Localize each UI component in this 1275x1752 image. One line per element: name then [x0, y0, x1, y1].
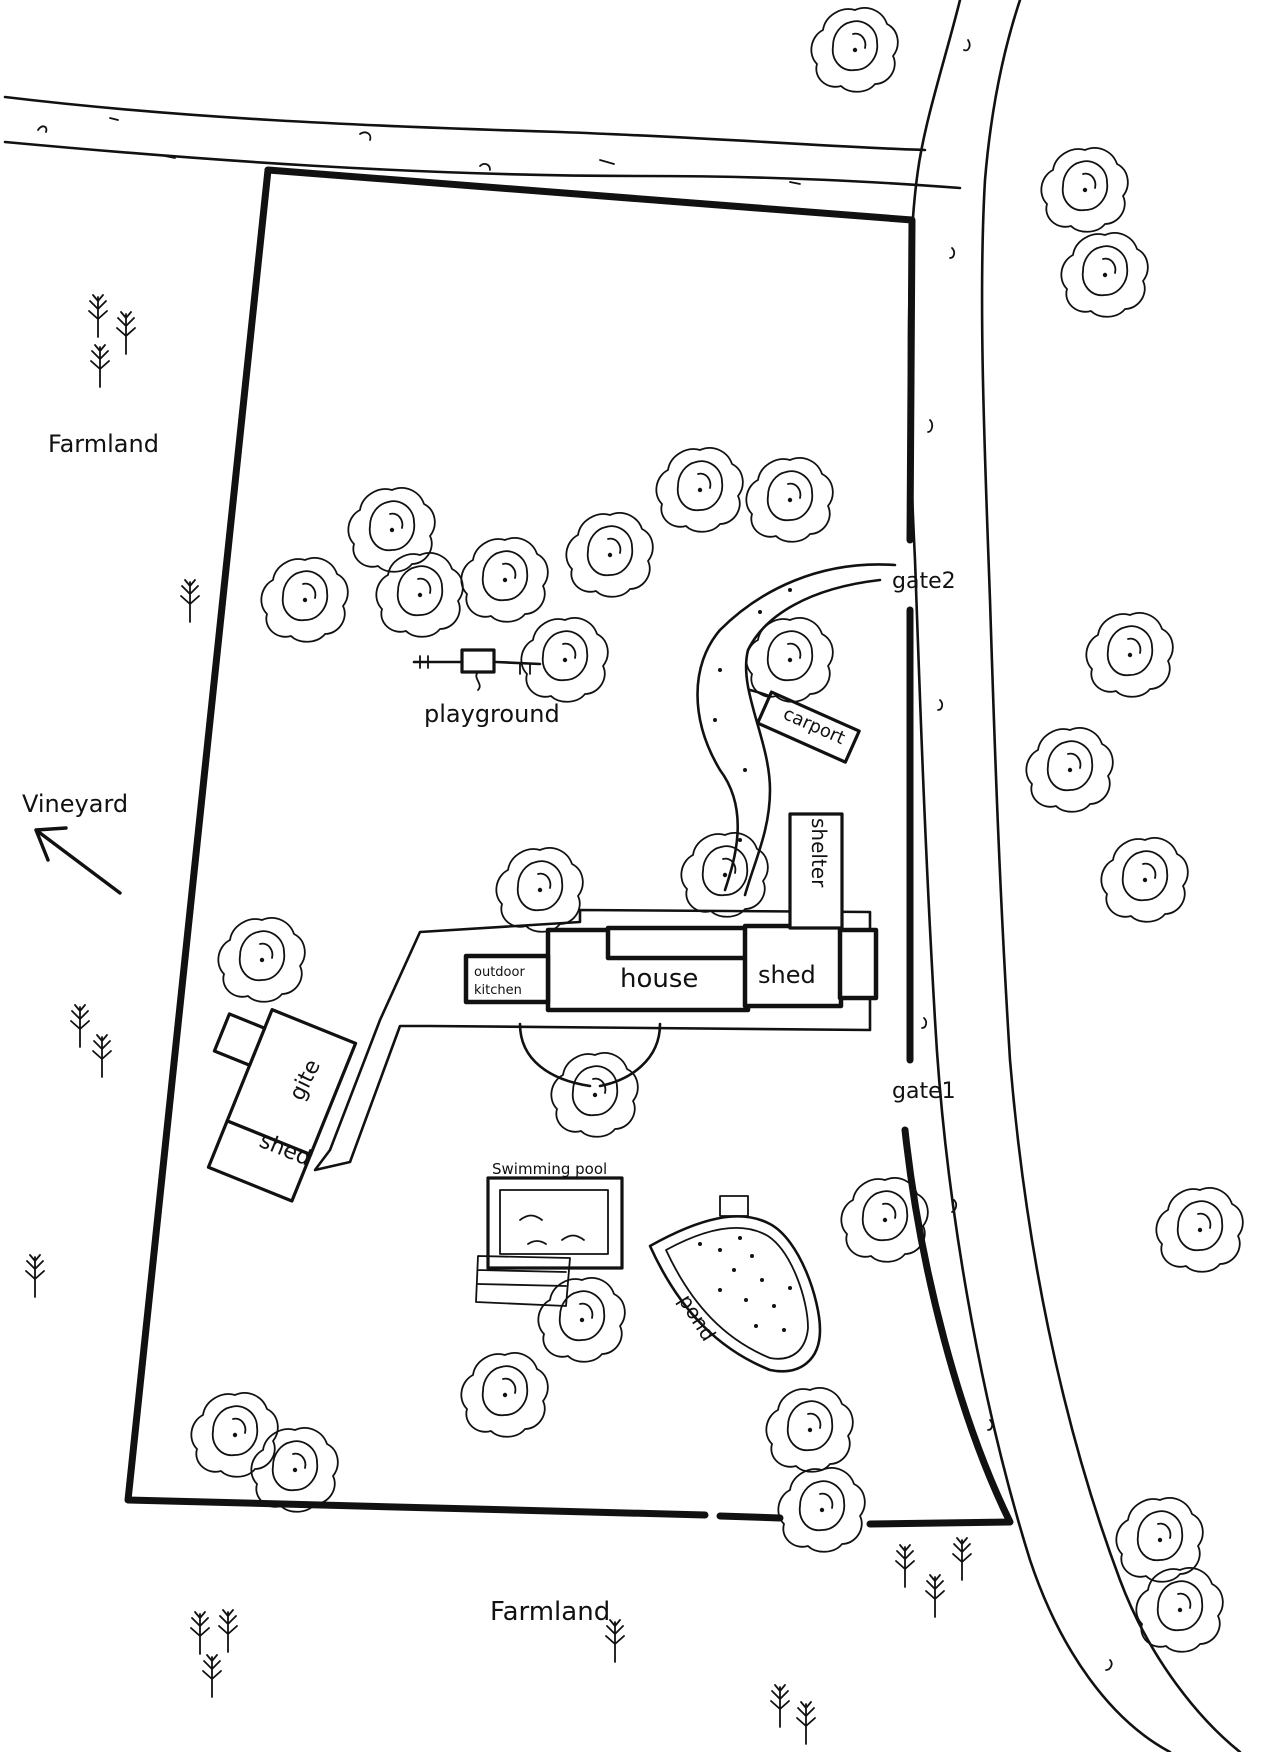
- tree-icon: [1085, 612, 1174, 698]
- tree-icon: [1100, 837, 1189, 923]
- tree-icon: [260, 557, 349, 643]
- house-complex: [463, 812, 879, 1013]
- tree-icon: [680, 832, 769, 918]
- yard-paths: [313, 908, 872, 1172]
- grass-tuft-icon: [770, 1684, 790, 1728]
- tree-icon: [655, 447, 744, 533]
- tree-icon: [1025, 727, 1114, 813]
- label-outdoor-kitchen-1: outdoor: [474, 965, 525, 980]
- label-shelter: shelter: [807, 818, 831, 888]
- tree-icon: [537, 1277, 626, 1363]
- tree-icon: [550, 1052, 639, 1138]
- property-fence: [124, 166, 1014, 1528]
- tree-icon: [495, 847, 584, 933]
- grass-tuft-icon: [952, 1537, 972, 1581]
- label-swimming-pool: Swimming pool: [492, 1160, 607, 1178]
- label-playground: playground: [424, 700, 560, 728]
- tree-icon: [745, 457, 834, 543]
- label-vineyard: Vineyard: [22, 790, 128, 818]
- grass-tuft-icon: [925, 1574, 945, 1618]
- label-shed-east: shed: [758, 961, 816, 989]
- road-north: [3, 95, 962, 190]
- grass-tuft-icon: [92, 1034, 112, 1078]
- tree-icon: [1115, 1497, 1204, 1583]
- grass-tuft-icon: [70, 1004, 90, 1048]
- playground-equipment: [412, 648, 542, 691]
- carport-building: [756, 690, 861, 764]
- trees: [190, 7, 1244, 1653]
- tree-icon: [375, 552, 464, 638]
- pond: [648, 1195, 822, 1373]
- label-outdoor-kitchen-2: kitchen: [474, 983, 522, 998]
- tree-icon: [347, 487, 436, 573]
- tree-icon: [1155, 1187, 1244, 1273]
- label-house: house: [620, 964, 698, 994]
- tree-icon: [460, 1352, 549, 1438]
- gite-building: [206, 1008, 358, 1203]
- tree-icon: [520, 617, 609, 703]
- tree-icon: [1060, 232, 1149, 318]
- tree-icon: [565, 512, 654, 598]
- label-farmland-south: Farmland: [490, 1597, 610, 1627]
- grass-tuft-icon: [90, 344, 110, 388]
- tree-icon: [190, 1392, 279, 1478]
- label-gate1: gate1: [892, 1079, 956, 1104]
- tree-icon: [217, 917, 306, 1003]
- grass-tuft-icon: [25, 1254, 45, 1298]
- grass-tuft-icon: [202, 1654, 222, 1698]
- tree-icon: [1135, 1567, 1224, 1653]
- grass-tuft-icon: [218, 1609, 238, 1653]
- tree-icon: [745, 617, 834, 703]
- tree-icon: [250, 1427, 339, 1513]
- grass-tuft-icon: [88, 294, 108, 338]
- swimming-pool: [475, 1176, 624, 1307]
- grass-tuft-icon: [180, 579, 200, 623]
- grass-tuft-icon: [116, 311, 136, 355]
- road-east: [907, 0, 1242, 1752]
- label-gate2: gate2: [892, 569, 956, 594]
- tree-icon: [810, 7, 899, 93]
- tree-icon: [777, 1467, 866, 1553]
- grass-tuft-icon: [190, 1611, 210, 1655]
- grass-tuft-icon: [796, 1701, 816, 1745]
- tree-icon: [460, 537, 549, 623]
- label-farmland-west: Farmland: [48, 430, 159, 458]
- tree-icon: [1040, 147, 1129, 233]
- arrow-icon: [34, 826, 122, 895]
- tree-icon: [765, 1387, 854, 1473]
- grass-tuft-icon: [895, 1544, 915, 1588]
